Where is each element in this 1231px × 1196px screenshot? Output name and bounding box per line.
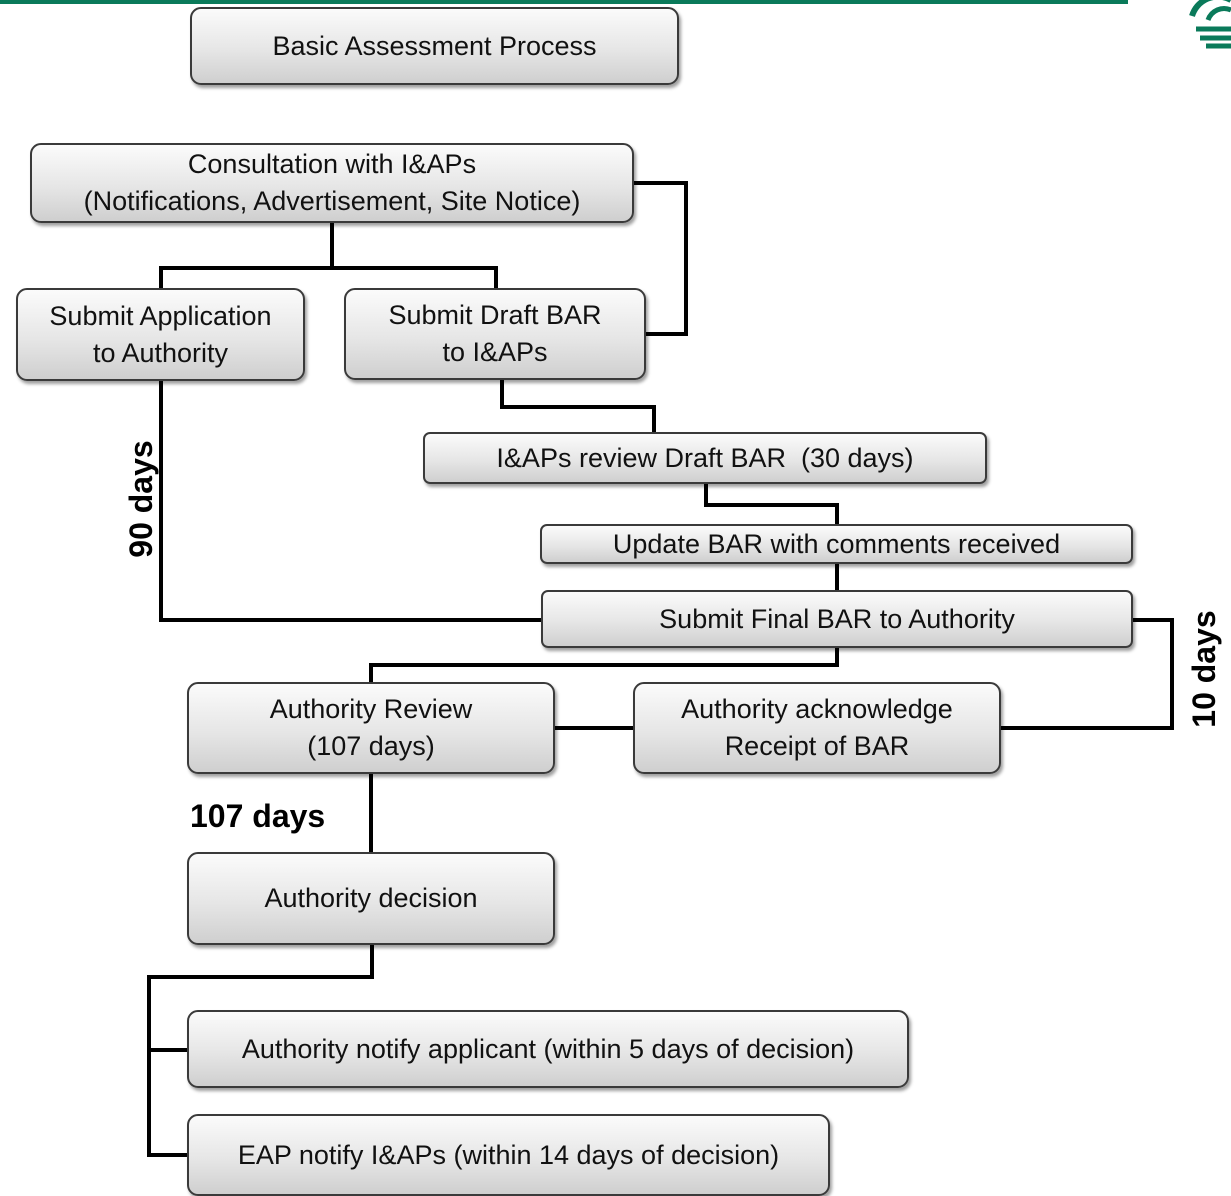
- submit-final-label: Submit Final BAR to Authority: [659, 603, 1015, 634]
- notify-applicant-label: Authority notify applicant (within 5 day…: [241, 1033, 855, 1064]
- submit-draft-line-1: Submit Draft BAR: [388, 300, 602, 330]
- notify-iaps-label: EAP notify I&APs (within 14 days of deci…: [237, 1139, 780, 1170]
- submit-draft-box: Submit Draft BAR to I&APs: [344, 288, 646, 380]
- connector-draft-to-review: [500, 378, 656, 434]
- review-draft-box: I&APs review Draft BAR (30 days): [423, 432, 987, 484]
- notify-iaps-box: EAP notify I&APs (within 14 days of deci…: [187, 1114, 830, 1196]
- brand-top-bar: [0, 0, 1128, 4]
- title-label: Basic Assessment Process: [272, 30, 597, 61]
- authority-acknowledge-line-2: Receipt of BAR: [724, 731, 910, 761]
- review-draft-label: I&APs review Draft BAR (30 days): [496, 442, 914, 473]
- connector-application-to-final: [159, 379, 543, 622]
- connector-final-to-acknowledge: [998, 618, 1174, 730]
- connector-decision-to-notifications: [147, 942, 374, 1157]
- authority-decision-box: Authority decision: [187, 852, 555, 945]
- submit-application-line-1: Submit Application: [49, 300, 272, 331]
- authority-review-line-2: (107 days): [307, 731, 435, 761]
- authority-acknowledge-box: Authority acknowledge Receipt of BAR: [633, 682, 1001, 774]
- submit-final-box: Submit Final BAR to Authority: [541, 590, 1133, 648]
- authority-review-line-1: Authority Review: [269, 694, 473, 724]
- update-bar-box: Update BAR with comments received: [540, 524, 1133, 564]
- consultation-line-2: (Notifications, Advertisement, Site Noti…: [83, 186, 581, 216]
- authority-decision-label: Authority decision: [264, 883, 478, 913]
- connector-branch-to-application: [159, 266, 498, 290]
- submit-application-line-2: to Authority: [92, 337, 229, 368]
- notify-applicant-box: Authority notify applicant (within 5 day…: [187, 1010, 909, 1088]
- connector-consultation-to-draft: [631, 181, 688, 336]
- brand-logo-icon: [1189, 0, 1231, 49]
- submit-application-box: Submit Application to Authority: [16, 288, 305, 381]
- connector-review-to-update: [704, 482, 839, 526]
- authority-acknowledge-line-1: Authority acknowledge: [681, 694, 953, 724]
- ninety-days-label: 90 days: [123, 440, 159, 558]
- one-oh-seven-days-label: 107 days: [190, 798, 326, 834]
- ten-days-label: 10 days: [1186, 610, 1222, 728]
- consultation-line-1: Consultation with I&APs: [187, 149, 477, 179]
- update-bar-label: Update BAR with comments received: [612, 528, 1061, 559]
- submit-draft-line-2: to I&APs: [442, 337, 548, 367]
- consultation-box: Consultation with I&APs (Notifications, …: [30, 143, 634, 223]
- title-box: Basic Assessment Process: [190, 7, 679, 85]
- connector-final-to-review: [369, 645, 839, 684]
- authority-review-box: Authority Review (107 days): [187, 682, 555, 774]
